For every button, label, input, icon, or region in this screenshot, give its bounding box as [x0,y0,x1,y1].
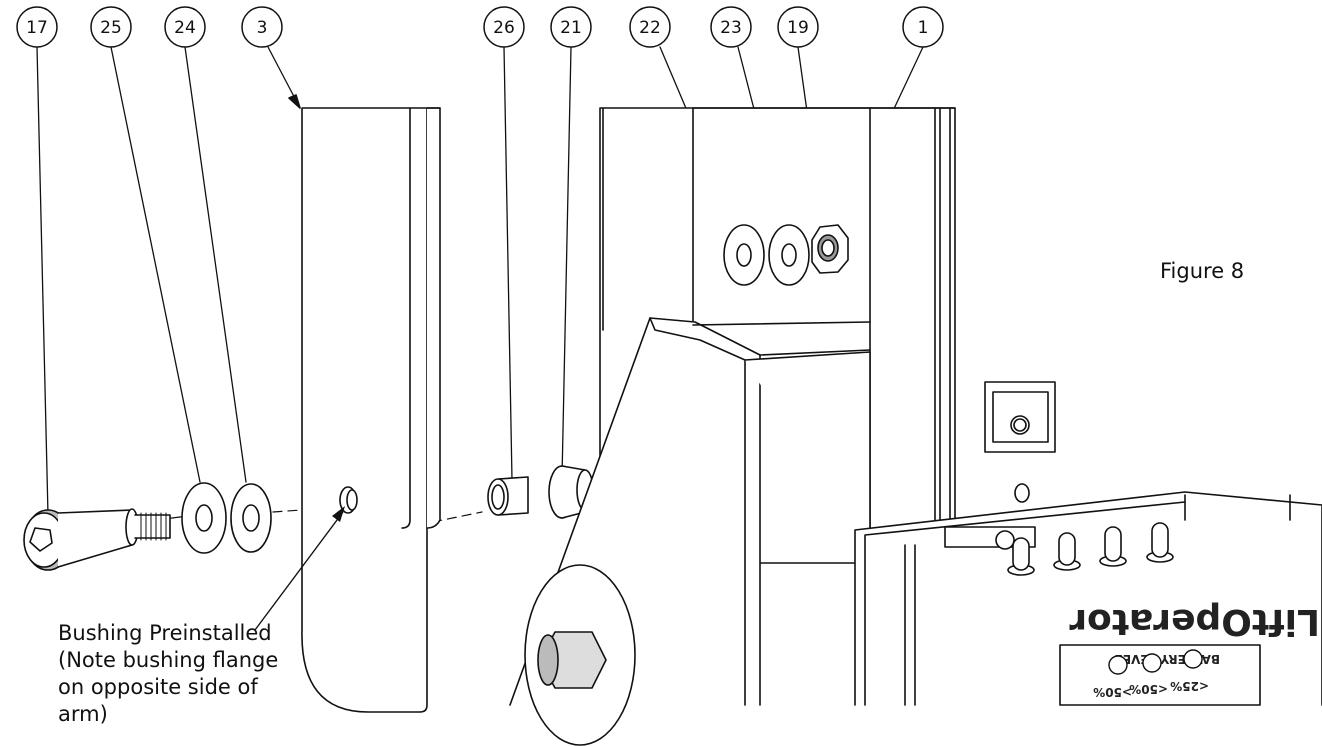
balloon-circle [902,6,944,48]
indicator-light [1053,532,1081,571]
balloon-circle [483,6,525,48]
bushing-part-26 [487,476,529,516]
indicator-light [1146,522,1174,563]
product-logo: LiftOperator [1069,601,1320,642]
hex-nut-part-19 [811,224,849,274]
battery-level-label: >50% [1093,685,1132,699]
balloon-number: 3 [257,18,268,38]
flanged-bushing-part-21 [548,465,594,519]
balloon-number: 25 [100,18,122,38]
control-box [854,491,1322,706]
balloon-26: 26 [483,6,525,48]
balloon-21: 21 [550,6,592,48]
indicator-light [1099,526,1127,567]
washer-part-23 [768,224,810,286]
balloon-25: 25 [90,6,132,48]
balloon-24: 24 [164,6,206,48]
balloon-number: 1 [918,18,929,38]
gusset-plate [509,317,871,746]
battery-panel-title: BATTERY LEVEL [1115,652,1220,666]
balloon-number: 23 [720,18,742,38]
balloon-circle [90,6,132,48]
balloon-19: 19 [777,6,819,48]
indicator-lights [1007,522,1174,576]
washer-part-24 [230,483,272,553]
figure-label: Figure 8 [1160,259,1244,283]
callout-line: (Note bushing flange [58,648,278,672]
bushing-callout: Bushing Preinstalled (Note bushing flang… [58,506,345,726]
balloon-number: 19 [787,18,809,38]
balloon-17: 17 [16,6,58,48]
washer-part-25 [181,482,227,554]
balloon-1: 1 [902,6,944,48]
arm-part-3 [301,107,441,713]
balloon-leaders [36,46,924,516]
battery-level-label: <25% [1170,679,1209,693]
balloon-number: 21 [560,18,582,38]
callout-line: arm) [58,702,108,726]
battery-level-indicators: >50% <50% <25% [1093,649,1209,699]
indicator-light [1007,537,1035,576]
leader-arrowhead [288,94,301,109]
balloon-circle [777,6,819,48]
battery-level-label: <50% [1129,682,1168,696]
balloon-number: 22 [639,18,661,38]
balloon-23: 23 [710,6,752,48]
balloon-3: 3 [241,6,283,48]
washer-part-22 [723,224,765,286]
balloon-circle [629,6,671,48]
shoulder-bolt-part-17 [23,508,171,571]
balloon-layer: 17 25 24 3 26 21 22 23 19 1 [16,6,944,48]
balloon-circle [164,6,206,48]
balloon-circle [241,6,283,48]
balloon-circle [550,6,592,48]
balloon-number: 26 [493,18,515,38]
callout-line: Bushing Preinstalled [58,621,272,645]
balloon-22: 22 [629,6,671,48]
balloon-circle [710,6,752,48]
balloon-number: 17 [26,18,48,38]
balloon-circle [16,6,58,48]
balloon-number: 24 [174,18,196,38]
callout-line: on opposite side of [58,675,258,699]
